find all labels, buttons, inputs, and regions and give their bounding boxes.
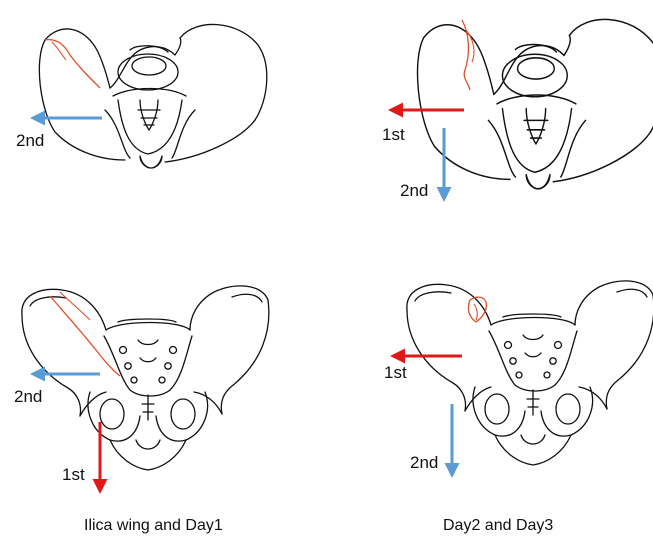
fracture-line	[60, 292, 90, 320]
fracture-line	[45, 40, 100, 88]
label-2nd: 2nd	[16, 131, 44, 150]
label-2nd: 2nd	[400, 181, 428, 200]
label-2nd: 2nd	[14, 387, 42, 406]
label-1st: 1st	[384, 363, 407, 382]
panel-bottom-left: 2nd 1st	[14, 286, 269, 488]
label-1st: 1st	[62, 465, 85, 484]
label-2nd: 2nd	[410, 453, 438, 472]
fracture-line	[50, 296, 120, 376]
pelvis-ap-view	[22, 286, 269, 470]
fracture-line	[474, 304, 477, 320]
panel-top-left: 2nd	[16, 24, 267, 168]
pelvis-inlet-view	[418, 19, 653, 188]
panel-top-right: 1st 2nd	[382, 19, 653, 200]
label-1st: 1st	[382, 125, 405, 144]
panel-bottom-right: 1st 2nd	[384, 281, 653, 472]
caption-right: Day2 and Day3	[443, 517, 553, 534]
caption-left: Ilica wing and Day1	[84, 517, 223, 534]
fracture-line	[52, 42, 66, 60]
pelvis-inlet-view	[39, 24, 266, 168]
pelvis-ap-view	[407, 281, 653, 465]
